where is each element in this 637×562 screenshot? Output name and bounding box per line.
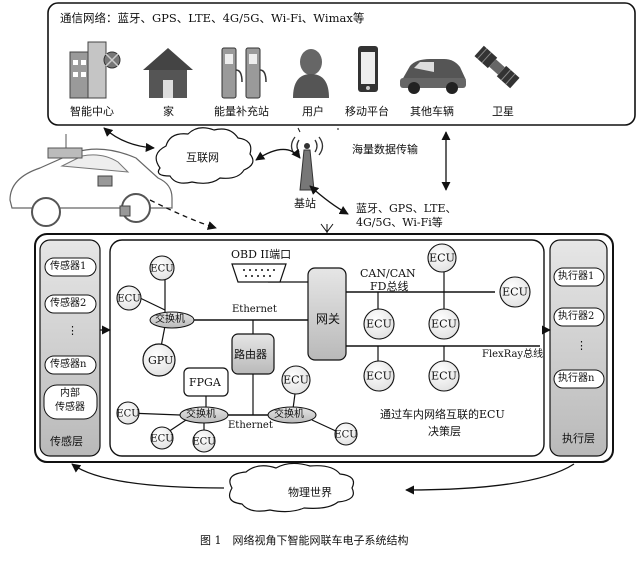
user-icon <box>293 49 329 98</box>
ecu-node <box>116 401 140 425</box>
ecu-node <box>281 365 311 395</box>
actuator-n <box>553 369 605 389</box>
switch-bottom-right-label: 交换机 <box>274 409 304 420</box>
ecu-node <box>427 243 457 273</box>
ecu-node <box>363 360 395 392</box>
ecu-node <box>116 285 142 311</box>
actuator-n-label: 执行器n <box>558 373 595 384</box>
internal-sensor-label-2: 传感器 <box>55 402 85 413</box>
ecu-label: ECU <box>150 434 173 445</box>
switch-left <box>149 311 195 329</box>
ecu-label: ECU <box>431 318 457 331</box>
node-label-charging-station: 能量补充站 <box>214 105 269 118</box>
ecu-label: ECU <box>366 370 392 383</box>
decision-label-1: 通过车内网络互联的ECU <box>380 408 505 421</box>
ecu-node <box>150 426 174 450</box>
flexray-label: FlexRay总线 <box>482 349 544 360</box>
ecu-label: ECU <box>366 318 392 331</box>
internet-cloud <box>155 127 254 184</box>
switch-bottom-right <box>267 406 317 424</box>
car-icon <box>9 134 173 227</box>
node-label-mobile-platform: 移动平台 <box>345 105 389 118</box>
ecu-node <box>428 308 460 340</box>
sensor-ellipsis: ⋮ <box>67 324 78 337</box>
ethernet-bottom-label: Ethernet <box>228 420 273 431</box>
figure-caption: 图 1 网络视角下智能网联车电子系统结构 <box>200 534 409 547</box>
home-icon <box>143 48 193 98</box>
can-label-2: FD总线 <box>370 280 409 293</box>
internal-sensor-label-1: 内部 <box>60 388 80 399</box>
fpga-label: FPGA <box>189 376 221 389</box>
switch-bottom-left <box>179 406 229 424</box>
ecu-node <box>334 422 358 446</box>
ecu-label: ECU <box>150 264 173 275</box>
wireless-label-1: 蓝牙、GPS、LTE、 <box>356 202 457 215</box>
fpga <box>183 367 229 397</box>
ecu-label: ECU <box>502 286 528 299</box>
sensor-n-label: 传感器n <box>50 359 87 370</box>
gateway-label: 网关 <box>316 312 341 326</box>
physical-world-cloud <box>229 462 355 513</box>
actuator-2-label: 执行器2 <box>558 311 595 322</box>
ecu-label: ECU <box>431 370 457 383</box>
ecu-node <box>428 360 460 392</box>
actuator-2 <box>553 307 605 327</box>
sensor-2-label: 传感器2 <box>50 298 87 309</box>
physical-world-label: 物理世界 <box>288 486 332 499</box>
top-box-heading: 通信网络：蓝牙、GPS、LTE、4G/5G、Wi-Fi、Wimax等 <box>60 11 365 25</box>
ecu-node <box>149 255 175 281</box>
internet-label: 互联网 <box>186 151 219 164</box>
obd-label: OBD II端口 <box>231 248 292 261</box>
actuator-ellipsis: ⋮ <box>576 339 587 352</box>
intelligent-center-icon <box>69 41 121 99</box>
router-label: 路由器 <box>234 348 267 361</box>
gpu-label: GPU <box>148 354 174 367</box>
sensor-n <box>44 355 97 375</box>
gateway <box>307 267 347 361</box>
sensor-1 <box>44 257 97 277</box>
node-label-other-vehicles: 其他车辆 <box>410 105 454 118</box>
ethernet-top-label: Ethernet <box>232 304 277 315</box>
base-station-icon <box>290 136 324 191</box>
sensor-2 <box>44 294 97 314</box>
satellite-icon <box>474 45 520 89</box>
node-label-intelligent-center: 智能中心 <box>70 105 114 118</box>
other-vehicle-icon <box>400 59 466 94</box>
mobile-platform-icon <box>358 46 378 92</box>
charging-station-icon <box>221 47 267 99</box>
node-label-satellite: 卫星 <box>492 105 514 118</box>
actuator-1 <box>553 267 605 287</box>
ecu-node <box>363 308 395 340</box>
obd-port <box>231 263 287 283</box>
ecu-node <box>192 429 216 453</box>
ecu-label: ECU <box>116 409 139 420</box>
internal-sensor <box>43 384 98 420</box>
actuator-layer-label: 执行层 <box>562 432 595 445</box>
ecu-label: ECU <box>429 252 455 265</box>
ecu-label: ECU <box>334 430 357 441</box>
wireless-label-2: 4G/5G、Wi-Fi等 <box>356 216 443 229</box>
ecu-label: ECU <box>192 437 215 448</box>
ecu-node <box>499 276 531 308</box>
sensor-layer-label: 传感层 <box>50 435 83 448</box>
actuator-1-label: 执行器1 <box>558 271 595 282</box>
switch-left-label: 交换机 <box>155 314 185 325</box>
mass-data-label: 海量数据传输 <box>352 143 418 156</box>
can-label-1: CAN/CAN <box>360 267 416 280</box>
gpu <box>142 343 176 377</box>
decision-label-2: 决策层 <box>428 425 461 438</box>
base-station-label: 基站 <box>294 197 316 210</box>
ecu-label: ECU <box>283 374 309 387</box>
ecu-label: ECU <box>117 294 140 305</box>
communication-box <box>47 2 636 126</box>
actuator-layer-box <box>549 239 608 457</box>
node-label-user: 用户 <box>302 105 324 118</box>
sensor-1-label: 传感器1 <box>50 261 87 272</box>
node-label-home: 家 <box>163 105 174 118</box>
router <box>231 333 275 375</box>
switch-bottom-left-label: 交换机 <box>186 409 216 420</box>
